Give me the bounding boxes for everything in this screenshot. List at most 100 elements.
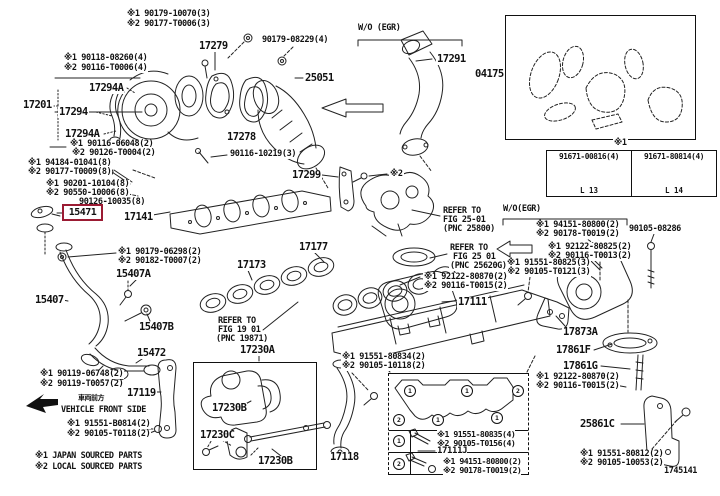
part-label: ※1 90179-10070(3) <box>126 9 212 19</box>
part-label: 17294A <box>64 128 101 141</box>
part-label: ※1 90119-06748(2) <box>39 369 125 379</box>
legend-divider <box>410 430 411 474</box>
part-label: ※2 90550-10006(8) <box>45 188 131 198</box>
part-label: ※1 <box>613 138 628 148</box>
part-label: 17230A <box>239 344 276 357</box>
part-label: ※1 92122-80825(2) <box>547 242 633 252</box>
part-label: 15407A <box>115 268 152 281</box>
part-label: ※1 90118-08260(4) <box>63 53 149 63</box>
part-label: ※2 90178-T0019(2) <box>535 229 621 239</box>
part-label: 90105-08286 <box>628 224 682 234</box>
part-label: FIG 19 01 <box>217 325 262 335</box>
part-label: 17141 <box>123 211 154 224</box>
bolt-variant-local: 91671-80814(4) L 14 <box>631 151 716 196</box>
part-label: 17118 <box>329 451 360 464</box>
bolt-part-number: 91671-00816(4) <box>558 152 620 161</box>
part-label: ※1 91551-B0814(2) <box>66 419 152 429</box>
part-label: ※1 94151-80800(2) <box>535 220 621 230</box>
part-label: ※2 90105-T0118(2) <box>66 429 152 439</box>
bolt-length: L 14 <box>664 186 684 195</box>
part-label: ※2 90105-10053(2) <box>579 458 665 468</box>
part-label: 90126-10035(8) <box>78 197 147 207</box>
part-label: ※2 <box>389 169 404 179</box>
bolt-position-marker: 1 <box>404 385 416 397</box>
bolt-position-marker: 2 <box>393 414 405 426</box>
part-label: ※2 90182-T0007(2) <box>117 256 203 266</box>
legend-part-label: 17111J <box>437 446 468 456</box>
part-label: ※1 92122-80870(2) <box>423 272 509 282</box>
part-label: (PNC 19871) <box>215 334 269 344</box>
part-label: 17173 <box>236 259 267 272</box>
part-label: 17294A <box>88 82 125 95</box>
part-label: 90116-10219(3) <box>229 149 298 159</box>
part-label: 17861F <box>555 344 592 357</box>
part-label: ※1 90201-10104(8) <box>45 179 131 189</box>
part-label: FIG 25 01 <box>452 252 497 262</box>
highlighted-part-15471[interactable]: 15471 <box>62 204 103 221</box>
part-label: ※2 90116-T0015(2) <box>535 381 621 391</box>
part-label: 15407B <box>138 321 175 334</box>
part-label: ※1 90179-06298(2) <box>117 247 203 257</box>
part-label: 15407 <box>34 294 65 307</box>
part-label: (PNC 25800) <box>442 224 496 234</box>
legend-part-line: ※1 91551-80835(4) <box>437 429 516 439</box>
part-label: W/O (EGR) <box>357 23 402 33</box>
part-label: ※2 90119-T0057(2) <box>39 379 125 389</box>
part-label: ※2 90105-10118(2) <box>341 361 427 371</box>
part-label: ※1 92122-80870(2) <box>535 372 621 382</box>
part-label: FIG 25-01 <box>442 215 487 225</box>
part-label: (PNC 25620G) <box>449 261 508 271</box>
bolt-position-marker: 1 <box>491 412 503 424</box>
part-label: ※2 90177-T0009(8) <box>27 167 113 177</box>
part-label: ※1 90116-06048(2) <box>69 139 155 149</box>
part-label: 17111 <box>457 296 488 309</box>
legend-marker-2: 2 <box>393 458 405 470</box>
part-label: W/O(EGR) <box>502 204 542 214</box>
part-label: ※2 90116-T0006(4) <box>63 63 149 73</box>
part-label: REFER TO <box>217 316 257 326</box>
footnote-local-sourced: ※2 LOCAL SOURCED PARTS <box>34 462 143 472</box>
part-label: REFER TO <box>449 243 489 253</box>
bolt-position-marker: 2 <box>512 385 524 397</box>
part-label: ※2 90105-T0121(3) <box>506 267 592 277</box>
part-label: ※2 90126-T0004(2) <box>71 148 157 158</box>
part-label: ※2 90116-T0015(2) <box>423 281 509 291</box>
part-label: 17230B <box>257 455 294 468</box>
part-label: 17201 <box>22 99 53 112</box>
legend-part-line: ※2 90105-T0156(4) <box>437 438 516 448</box>
part-label: ※1 94184-01041(8) <box>27 158 113 168</box>
bolt-part-number: 91671-80814(4) <box>643 152 705 161</box>
vehicle-front-jp: 車両前方 <box>77 394 105 403</box>
part-label: ※2 90116-T0013(2) <box>547 251 633 261</box>
part-label: 15472 <box>136 347 167 360</box>
part-label: ※2 90177-T0006(3) <box>126 19 212 29</box>
part-label: 25051 <box>304 72 335 85</box>
legend-part-line: ※2 90178-T0019(2) <box>443 465 522 475</box>
part-label: 04175 <box>474 68 505 81</box>
part-label: ※1 91551-80812(2) <box>579 449 665 459</box>
part-label: 17294 <box>58 106 89 119</box>
part-label: 90179-08229(4) <box>261 35 330 45</box>
part-label: 17291 <box>436 53 467 66</box>
part-label: REFER TO <box>442 206 482 216</box>
part-label: ※1 91551-80825(3) <box>506 258 592 268</box>
bolt-length: L 13 <box>579 186 599 195</box>
part-label: 17230B <box>211 402 248 415</box>
part-label: 17873A <box>562 326 599 339</box>
bolt-position-marker: 1 <box>461 385 473 397</box>
bolt-position-marker: 1 <box>432 414 444 426</box>
part-label: 25861C <box>579 418 616 431</box>
part-label: 17278 <box>226 131 257 144</box>
gasket-kit-box <box>505 15 696 140</box>
part-label: 17299 <box>291 169 322 182</box>
part-label: 17119 <box>126 387 157 400</box>
legend-marker-1: 1 <box>393 435 405 447</box>
part-label: 17279 <box>198 40 229 53</box>
part-label: ※1 91551-80834(2) <box>341 352 427 362</box>
legend-part-line: ※1 94151-80800(2) <box>443 456 522 466</box>
part-label: 17177 <box>298 241 329 254</box>
footnote-japan-sourced: ※1 JAPAN SOURCED PARTS <box>34 451 143 461</box>
bolt-variant-table: 91671-00816(4) L 13 91671-80814(4) L 14 <box>546 150 717 197</box>
part-label: 17861G <box>562 360 599 373</box>
